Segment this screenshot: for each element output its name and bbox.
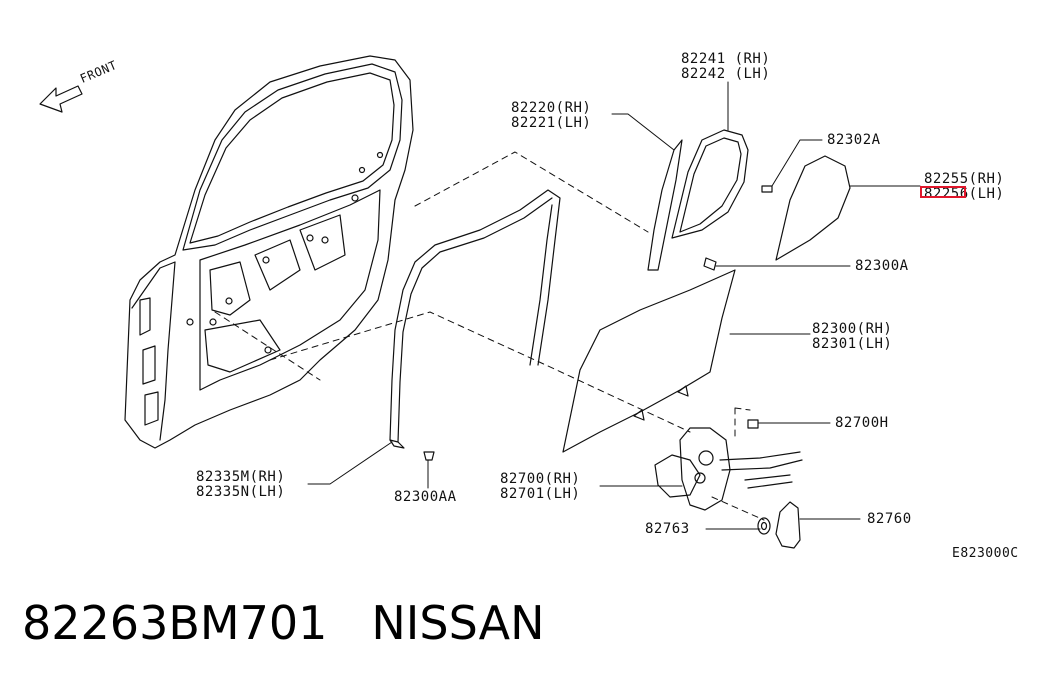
diagram-code: E823000C: [952, 546, 1019, 561]
front-arrow-icon: [39, 85, 83, 113]
part-label-82241: 82241 (RH) 82242 (LH): [681, 51, 771, 82]
door-glass: [562, 269, 736, 453]
window-regulator: [654, 427, 803, 511]
part-label-82760: 82760: [867, 511, 912, 527]
part-label-82700H: 82700H: [835, 415, 889, 431]
highlight-box: [920, 186, 966, 198]
part-label-82335: 82335M(RH) 82335N(LH): [196, 469, 286, 500]
caption-part-number: 82263BM701: [22, 596, 328, 650]
part-label-82300AA: 82300AA: [394, 489, 457, 505]
part-label-82763: 82763: [645, 521, 690, 537]
part-label-82220: 82220(RH) 82221(LH): [511, 100, 592, 131]
bolt-82700H: [747, 419, 759, 429]
bolt-82300A: [703, 257, 717, 271]
part-label-82300: 82300(RH) 82301(LH): [812, 321, 893, 352]
exploded-parts-diagram: [39, 55, 921, 549]
part-label-82700: 82700(RH) 82701(LH): [500, 471, 581, 502]
quarter-moulding: [671, 129, 749, 239]
caption-brand: NISSAN: [371, 596, 545, 650]
washer: [757, 517, 771, 535]
door-panel: [124, 55, 414, 449]
partition-sash: [647, 139, 683, 271]
part-label-82302A: 82302A: [827, 132, 881, 148]
bolt-82302A: [761, 185, 773, 193]
leader-lines: [307, 81, 921, 530]
part-label-82300A: 82300A: [855, 258, 909, 274]
regulator-handle: [775, 501, 801, 549]
glass-run-channel: [389, 189, 561, 449]
caption: 82263BM701 NISSAN: [22, 596, 545, 650]
bolt-82300AA: [423, 451, 435, 461]
quarter-glass: [775, 155, 851, 261]
assembly-lines: [214, 151, 765, 521]
